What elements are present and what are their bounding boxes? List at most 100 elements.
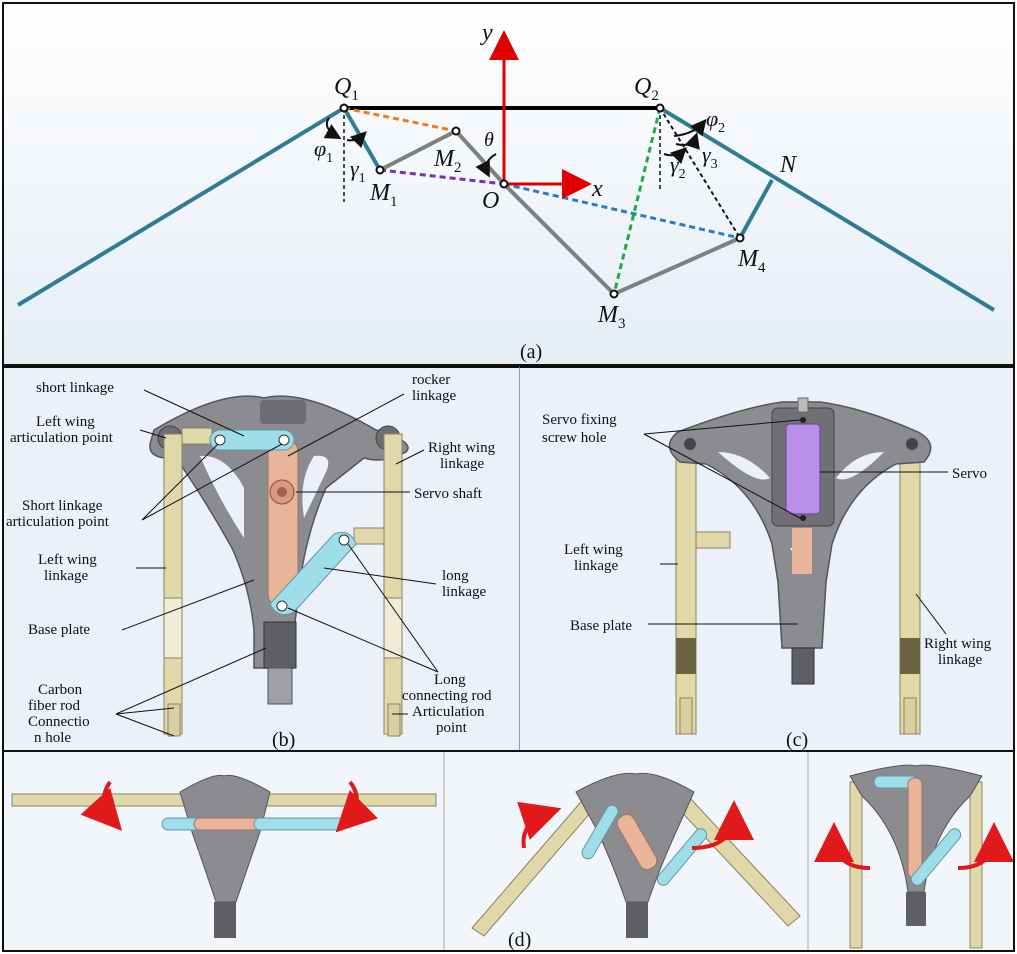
leader-rocker [287,393,405,457]
left-rod-end [679,697,693,735]
label-long-rod-3: Articulation [412,704,485,720]
short-linkage-bar [209,429,295,451]
caption-a: (a) [520,341,542,363]
label-m3: M3 [597,302,626,332]
left-wing-dark-section [676,638,696,674]
state-up [814,764,1013,949]
servo-screw-top [800,417,806,423]
top-boss [260,400,306,424]
label-short-art-2: articulation point [6,514,110,530]
joint-q2 [655,103,665,113]
servo-shaft-core [277,487,287,497]
label-left-wing-2: linkage [44,568,88,584]
up-arrow-left [814,822,871,870]
label-rocker-2: linkage [412,388,456,404]
theta-arc [475,153,497,178]
motion-states-svg: (d) [11,752,1013,950]
label-carbon-3: Connectio [28,714,90,730]
down-connector [626,902,648,938]
label-m1: M1 [369,180,398,210]
carbon-rod-connector [263,621,297,669]
left-wing-tab [181,427,213,445]
leader-long-linkage [323,567,437,585]
right-wing-lower [383,597,403,659]
leader-lines [115,389,439,737]
leader-carbon-1 [115,647,267,715]
dash-q2-m4 [659,107,741,239]
base-cutout-right [836,452,884,480]
label-phi2: φ2 [706,106,725,136]
long-linkage-bar [269,531,357,616]
leader-carbon-2 [115,707,175,715]
leader-base-plate [121,579,255,631]
dash-q2-m3 [612,107,662,295]
right-wing-tab [353,527,385,545]
label-right-wing-1: Right wing [924,636,992,652]
down-short-linkage [581,804,619,860]
label-base-plate: Base plate [570,618,632,634]
joint-m1 [375,165,385,175]
label-screw-1: Servo fixing [542,412,617,428]
label-m4: M4 [737,246,766,276]
long-link-gray [502,182,741,297]
base-cutout-left [718,452,770,480]
panel-a-kinematic-diagram: y x θ O Q1 Q2 M1 M2 M3 M4 N φ1 γ1 φ2 γ2 … [2,2,1015,366]
caption-c: (c) [786,729,808,750]
right-rod-end [387,703,401,737]
label-servo-shaft: Servo shaft [414,486,483,502]
joint-m3 [609,289,619,299]
left-wing-lower [163,597,183,659]
down-arrow-left [517,801,562,849]
label-right-wing-1: Right wing [428,440,496,456]
label-short-art-1: Short linkage [22,498,103,514]
long-joint-bottom [276,600,288,612]
carbon-rod-end [267,667,293,705]
label-left-wing-1: Left wing [564,542,623,558]
label-gamma1: γ1 [350,156,366,186]
up-arrow-right [957,822,1013,870]
label-long-linkage-1: long [442,568,469,584]
leader-right-wing [915,593,947,635]
base-cutout-left [200,455,244,538]
label-base-plate: Base plate [28,622,90,638]
label-right-wing-2: linkage [440,456,484,472]
panel-c-rear-view: Servo fixing screw hole Servo Left wing … [519,366,1015,752]
dash-o-m4 [503,182,741,240]
label-servo: Servo [952,466,987,482]
label-gamma3: γ3 [702,142,718,172]
down-rocker [616,813,658,871]
leader-lines [643,419,948,635]
right-wing-link [738,179,774,239]
label-q1: Q1 [334,74,359,104]
panel-d-motion-states: (d) [2,750,1015,952]
short-joint-left [214,434,226,446]
leader-right-wing [395,449,425,465]
label-long-rod-1: Long [434,672,466,688]
label-right-wing-2: linkage [938,652,982,668]
gamma1-arc [346,131,367,149]
rocker-visible [792,528,812,574]
right-rod-end [903,697,917,735]
label-long-rod-4: point [436,720,468,736]
state-down [471,772,801,938]
label-carbon-1: Carbon [38,682,83,698]
label-left-wing-2: linkage [574,558,618,574]
label-q2: Q2 [634,74,659,104]
joint-o [499,179,509,189]
leader-screw-2 [643,433,801,519]
caption-b: (b) [272,729,295,750]
label-m2: M2 [433,146,462,176]
base-cutout-right [302,455,329,518]
left-pivot [684,438,696,450]
leader-long-rod-2 [287,607,439,673]
up-long-linkage [910,828,962,886]
leader-carbon-3 [115,713,175,737]
bottom-connector [791,647,815,685]
label-left-wing-1: Left wing [38,552,97,568]
servo-post [797,397,809,413]
rear-view-svg: Servo fixing screw hole Servo Left wing … [542,397,992,750]
label-phi1: φ1 [314,136,333,166]
leader-short-art-1 [141,443,219,521]
right-wing-linkage-bar [383,433,403,735]
leader-short-linkage [143,389,245,437]
